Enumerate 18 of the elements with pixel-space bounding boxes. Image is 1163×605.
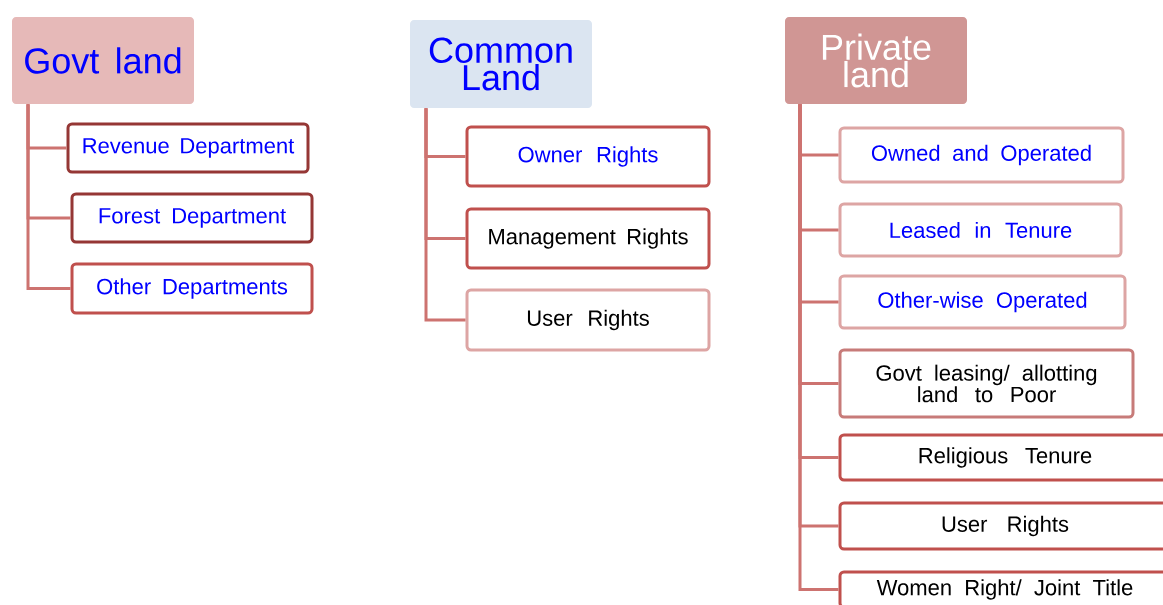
category-box: User Rights: [838, 501, 1163, 551]
category-box: Revenue Department: [66, 122, 310, 174]
heading-box: Govt land: [12, 17, 194, 104]
category-box: Women Right/ Joint Title: [838, 570, 1163, 605]
category-box: Owned and Operated: [838, 126, 1125, 184]
category-box: Leased in Tenure: [838, 202, 1123, 258]
category-box: Other-wise Operated: [838, 274, 1127, 330]
connector-line: [424, 108, 466, 322]
category-box: Govt leasing/ allotting land to Poor: [838, 348, 1135, 419]
category-box: Religious Tenure: [838, 433, 1163, 482]
category-box: Forest Department: [70, 192, 314, 244]
category-box: Management Rights: [465, 207, 711, 270]
connector-line: [26, 104, 71, 290]
category-box: User Rights: [465, 288, 711, 352]
heading-box: Private land: [785, 17, 967, 104]
category-box: Other Departments: [70, 262, 314, 315]
category-box: Owner Rights: [465, 125, 711, 188]
heading-box: Common Land: [410, 20, 592, 108]
